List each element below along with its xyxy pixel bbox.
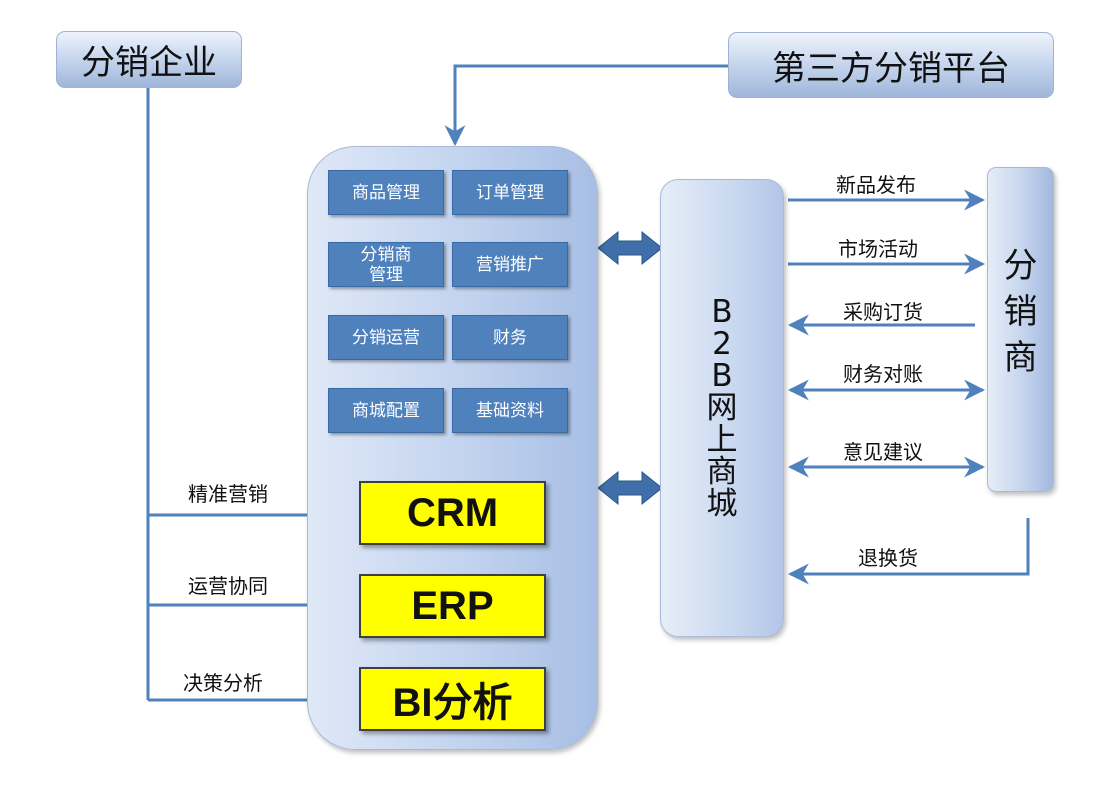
double-arrow-upper	[597, 230, 663, 266]
crm-label: CRM	[406, 490, 499, 535]
module-order-management: 订单管理	[452, 170, 568, 215]
module-distribution-ops-label: 分销运营	[352, 327, 420, 348]
enterprise-node: 分销企业	[56, 31, 242, 88]
module-product-management-label: 商品管理	[352, 182, 420, 203]
enterprise-system-panel	[307, 146, 598, 750]
bi-analysis-label: BI分析	[392, 681, 513, 725]
module-mall-config: 商城配置	[328, 388, 444, 433]
label-market-activity: 市场活动	[838, 237, 918, 261]
mall-char-6: 城	[706, 486, 738, 522]
mall-char-0: B	[711, 294, 733, 330]
label-returns: 退换货	[858, 546, 918, 570]
third-party-platform-node: 第三方分销平台	[728, 32, 1054, 98]
mall-char-4: 上	[706, 422, 738, 458]
crm-system: CRM	[359, 481, 546, 545]
mall-char-5: 商	[706, 454, 738, 490]
dealer-char-0: 分	[1003, 245, 1038, 286]
module-distribution-ops: 分销运营	[328, 315, 444, 360]
module-dealer-management-line1: 分销商	[360, 244, 412, 265]
module-marketing: 营销推广	[452, 242, 568, 287]
module-dealer-management: 分销商 管理	[328, 242, 444, 287]
dealer-char-1: 销	[1003, 291, 1038, 332]
label-ops-collaboration: 运营协同	[188, 574, 268, 598]
label-precise-marketing: 精准营销	[188, 482, 268, 506]
mall-char-3: 网	[706, 390, 738, 426]
label-suggestion: 意见建议	[843, 440, 923, 464]
bi-analysis-system: BI分析	[359, 667, 546, 731]
mall-char-2: B	[711, 358, 733, 394]
arrow-returns	[787, 518, 1030, 585]
label-purchase-order: 采购订货	[843, 300, 923, 324]
enterprise-label: 分销企业	[81, 43, 217, 83]
b2b-online-mall-node: B 2 B 网 上 商 城	[660, 179, 784, 637]
mall-char-1: 2	[712, 326, 732, 362]
module-product-management: 商品管理	[328, 170, 444, 215]
third-party-platform-label: 第三方分销平台	[772, 48, 1010, 89]
module-finance-label: 财务	[493, 327, 527, 348]
label-finance-reconcile: 财务对账	[843, 362, 923, 386]
erp-system: ERP	[359, 574, 546, 638]
module-base-data-label: 基础资料	[476, 400, 544, 421]
arrow-third-party-to-panel	[444, 64, 728, 147]
module-finance: 财务	[452, 315, 568, 360]
label-decision-analysis: 决策分析	[183, 671, 263, 695]
module-dealer-management-line2: 管理	[369, 264, 403, 285]
dealer-node: 分 销 商	[987, 167, 1054, 492]
dealer-char-2: 商	[1003, 337, 1038, 378]
module-mall-config-label: 商城配置	[352, 400, 420, 421]
module-marketing-label: 营销推广	[476, 254, 544, 275]
module-base-data: 基础资料	[452, 388, 568, 433]
erp-label: ERP	[411, 583, 494, 628]
double-arrow-lower	[597, 470, 663, 506]
label-new-release: 新品发布	[836, 173, 916, 197]
module-order-management-label: 订单管理	[476, 182, 544, 203]
